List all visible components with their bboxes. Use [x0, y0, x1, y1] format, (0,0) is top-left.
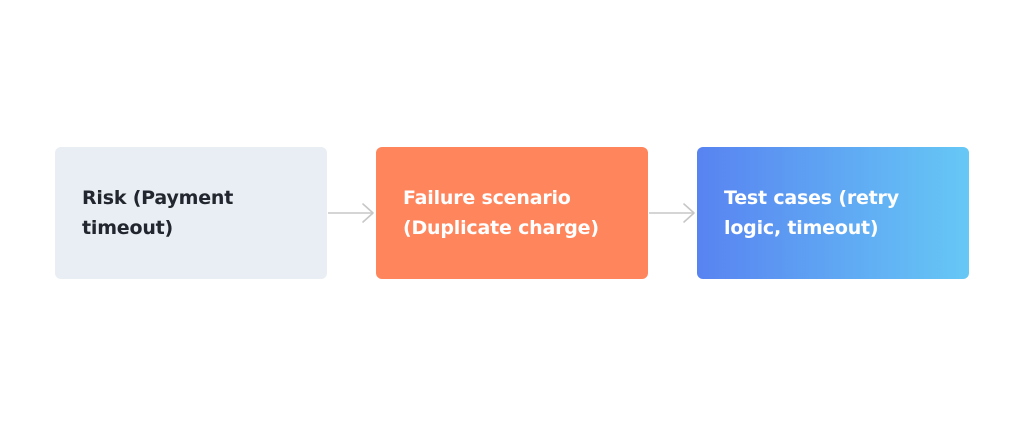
step-test-cases: Test cases (retry logic, timeout)	[697, 147, 969, 279]
step-failure-scenario: Failure scenario (Duplicate charge)	[376, 147, 648, 279]
arrow-right-icon	[648, 201, 697, 225]
step-failure-scenario-label: Failure scenario (Duplicate charge)	[403, 187, 599, 239]
step-risk-label: Risk (Payment timeout)	[82, 187, 234, 239]
step-test-cases-label: Test cases (retry logic, timeout)	[724, 187, 899, 239]
arrow-right-icon	[327, 201, 376, 225]
step-risk: Risk (Payment timeout)	[55, 147, 327, 279]
